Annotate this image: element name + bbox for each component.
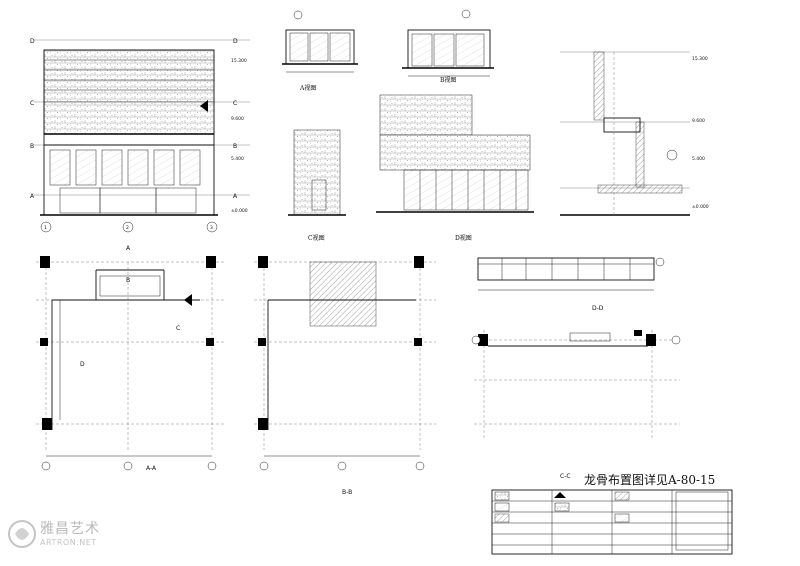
- grid-bubble-icon: [671, 335, 681, 345]
- axis-letter-c: C: [30, 100, 34, 107]
- section-elev-9600: 9.600: [692, 118, 705, 124]
- section-elev-15300: 15.300: [692, 56, 708, 62]
- grid-bubble-icon: [293, 10, 303, 20]
- a-view-label: A视图: [299, 84, 316, 92]
- grid-bubble-icon: [206, 221, 218, 233]
- axis-letter-b: B: [30, 143, 34, 150]
- a-view-detail: A视图: [282, 10, 358, 92]
- axis-letter-a-right: A: [233, 193, 238, 200]
- plan-tag-c: C: [176, 325, 180, 332]
- plan-tag-b: B: [126, 277, 130, 284]
- grid-bubble-icon: [461, 9, 471, 19]
- legend-table: [491, 489, 733, 555]
- plan-tag-a: A: [126, 245, 131, 252]
- grid-bubble-icon: [471, 335, 481, 345]
- keel-layout-note: 龙骨布置图详见A-80-15: [584, 472, 715, 487]
- d-view-detail: D视图: [376, 94, 534, 242]
- axis-letter-d-right: D: [233, 38, 238, 45]
- watermark-logo-icon: [8, 520, 36, 548]
- grid-bubble-icon: [123, 461, 133, 471]
- elevation-15300: 15.300: [231, 58, 247, 64]
- section-arrow-icon: [184, 294, 192, 306]
- section-bb-label: B-B: [342, 489, 352, 496]
- section-dd-label: D-D: [592, 305, 604, 312]
- watermark-brand: 雅昌艺术: [40, 521, 100, 537]
- section-elev-5400: 5.400: [692, 156, 705, 162]
- section-cc: C-C: [471, 330, 681, 480]
- grid-bubble-icon: [207, 461, 217, 471]
- grid-bubble-icon: [259, 461, 269, 471]
- elevation-000: ±0.000: [231, 208, 248, 214]
- axis-number-3: 3: [210, 225, 213, 231]
- b-view-detail: B视图: [402, 9, 494, 84]
- wall-section-detail: 15.300 9.600 5.400 ±0.000: [560, 51, 709, 216]
- axis-letter-d: D: [30, 38, 35, 45]
- plan-aa: A B C D A-A: [36, 245, 226, 472]
- section-aa-label: A-A: [146, 465, 157, 472]
- section-elev-000: ±0.000: [692, 204, 709, 210]
- section-cc-label: C-C: [560, 473, 571, 480]
- grid-bubble-icon: [41, 461, 51, 471]
- grid-bubble-icon: [655, 257, 665, 267]
- watermark-sub: ARTRON.NET: [40, 538, 97, 547]
- section-arrow-icon: [200, 100, 208, 112]
- axis-number-1: 1: [44, 225, 47, 231]
- b-view-label: B视图: [440, 76, 456, 84]
- d-view-label: D视图: [455, 234, 472, 242]
- elevation-5400: 5.400: [231, 156, 244, 162]
- grid-bubble-icon: [337, 461, 347, 471]
- grid-bubble-icon: [666, 149, 678, 161]
- plan-bb: B-B: [254, 256, 436, 496]
- section-dd: D-D: [477, 257, 665, 312]
- grid-bubble-icon: [415, 461, 425, 471]
- main-elevation: D C B A D C B A 15.300 9.600 5.400 ±0.00…: [30, 38, 250, 233]
- grid-bubble-icon: [122, 221, 134, 233]
- c-view-detail: C视图: [288, 129, 346, 242]
- c-view-label: C视图: [308, 234, 325, 242]
- grid-bubble-icon: [40, 221, 52, 233]
- elevation-9600: 9.600: [231, 116, 244, 122]
- axis-number-2: 2: [126, 225, 129, 231]
- plan-tag-d: D: [80, 361, 85, 368]
- axis-letter-a: A: [30, 193, 35, 200]
- axis-letter-b-right: B: [233, 143, 237, 150]
- axis-letter-c-right: C: [233, 100, 237, 107]
